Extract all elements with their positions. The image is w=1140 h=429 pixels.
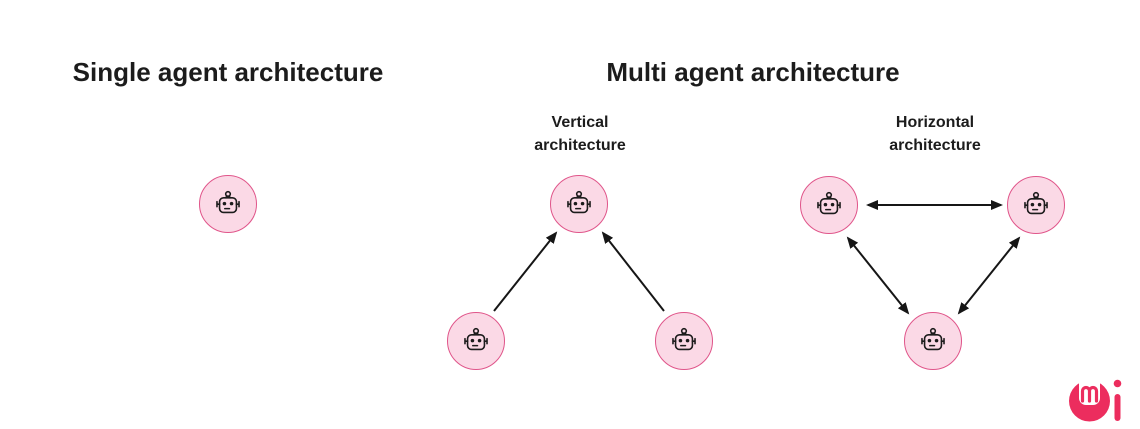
single-agent-title: Single agent architecture bbox=[72, 57, 384, 87]
robot-icon bbox=[460, 325, 492, 357]
robot-icon bbox=[813, 189, 845, 221]
agent-node-vertical-leader bbox=[550, 175, 608, 233]
robot-icon bbox=[1020, 189, 1052, 221]
robot-icon bbox=[668, 325, 700, 357]
arrow-vertical-left-worker-to-top bbox=[493, 231, 558, 312]
agent-node-vertical-worker-right bbox=[655, 312, 713, 370]
agent-node-horizontal-bottom bbox=[904, 312, 962, 370]
arrow-horizontal-left-bottom-bidirectional bbox=[846, 236, 910, 315]
mi-brand-logo-icon bbox=[1069, 378, 1122, 422]
arrow-vertical-right-worker-to-top bbox=[601, 231, 665, 312]
multi-agent-title: Multi agent architecture bbox=[606, 57, 900, 87]
agent-node-horizontal-right bbox=[1007, 176, 1065, 234]
vertical-architecture-label: Vertical architecture bbox=[534, 114, 626, 154]
arrow-horizontal-right-bottom-bidirectional bbox=[957, 236, 1021, 315]
robot-icon bbox=[917, 325, 949, 357]
robot-icon bbox=[212, 188, 244, 220]
horizontal-architecture-label: Horizontal architecture bbox=[889, 114, 981, 154]
agent-node-horizontal-left bbox=[800, 176, 858, 234]
agent-node-single bbox=[199, 175, 257, 233]
robot-icon bbox=[563, 188, 595, 220]
agent-node-vertical-worker-left bbox=[447, 312, 505, 370]
